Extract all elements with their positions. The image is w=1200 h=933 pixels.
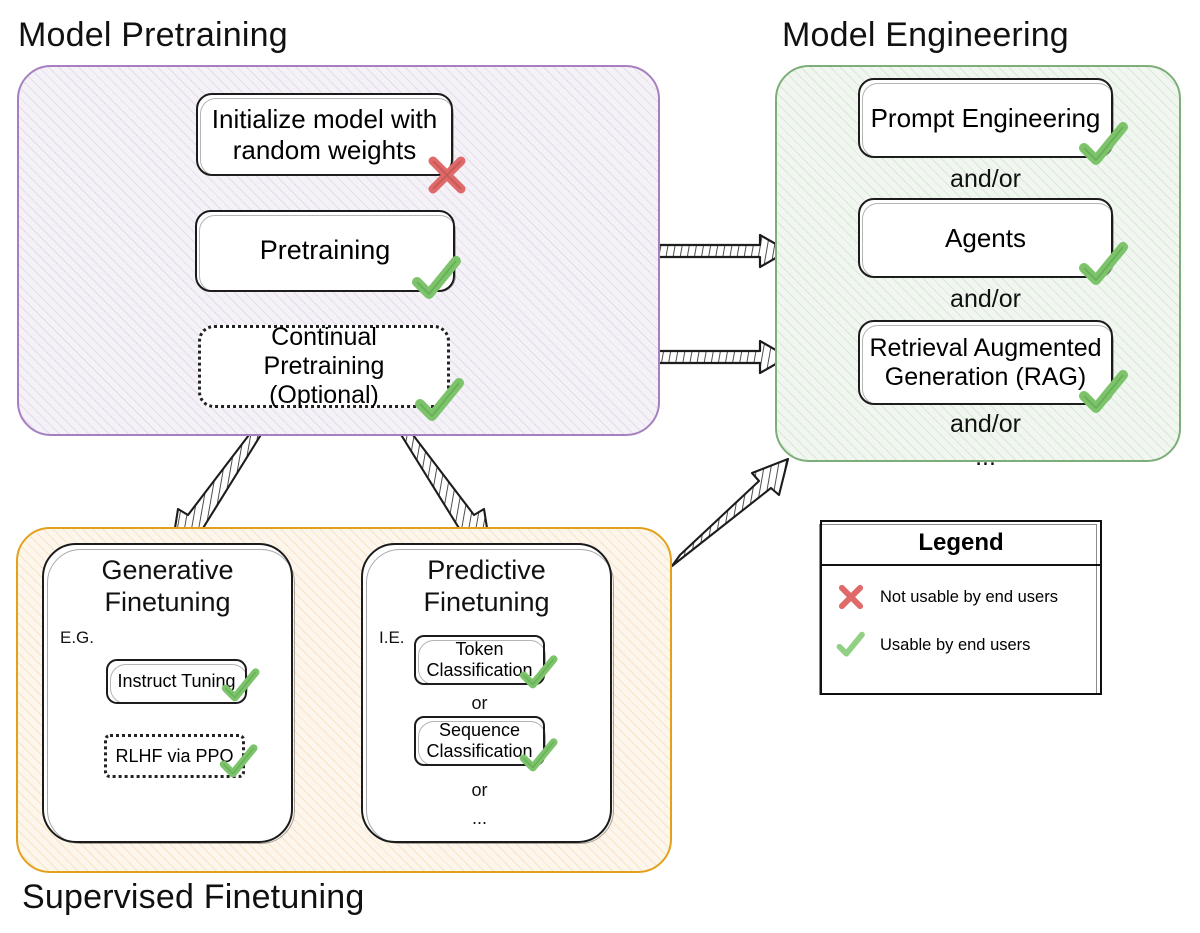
node-instruct-tuning[interactable]: Instruct Tuning bbox=[106, 659, 248, 704]
node-label: Token Classification bbox=[426, 639, 533, 680]
node-token-classification[interactable]: Token Classification bbox=[414, 635, 546, 685]
engineering-ellipsis: ... bbox=[975, 443, 996, 471]
node-initialize-model[interactable]: Initialize model with random weights bbox=[196, 93, 454, 176]
legend-label: Usable by end users bbox=[880, 635, 1031, 654]
node-prompt-engineering[interactable]: Prompt Engineering bbox=[858, 78, 1114, 158]
page-title-pretraining: Model Pretraining bbox=[18, 16, 288, 54]
check-icon bbox=[836, 631, 865, 657]
predictive-connector-or-2: or bbox=[471, 780, 488, 800]
node-rag[interactable]: Retrieval Augmented Generation (RAG) bbox=[858, 320, 1114, 405]
node-label: Pretraining bbox=[259, 235, 391, 266]
node-label: Sequence Classification bbox=[426, 720, 533, 761]
predictive-ellipsis: ... bbox=[471, 808, 487, 828]
predictive-title-line1: Predictive bbox=[427, 555, 546, 585]
card-predictive-finetuning[interactable] bbox=[361, 543, 614, 844]
page-title-engineering: Model Engineering bbox=[782, 16, 1069, 54]
generative-title-line2: Finetuning bbox=[104, 587, 231, 617]
legend-label: Not usable by end users bbox=[880, 587, 1058, 606]
generative-example-label: E.G. bbox=[60, 628, 95, 647]
node-sequence-classification[interactable]: Sequence Classification bbox=[414, 716, 546, 766]
cross-icon bbox=[838, 584, 864, 610]
legend-row-not-usable: Not usable by end users bbox=[836, 582, 1058, 612]
connector-and-or-3: and/or bbox=[950, 410, 1021, 438]
node-pretraining[interactable]: Pretraining bbox=[195, 210, 456, 292]
legend-row-usable: Usable by end users bbox=[836, 630, 1030, 660]
node-label: Agents bbox=[945, 222, 1026, 253]
predictive-example-label: I.E. bbox=[379, 628, 405, 647]
node-rlhf-via-ppo[interactable]: RLHF via PPO bbox=[104, 734, 245, 778]
legend-title: Legend bbox=[822, 522, 1100, 566]
connector-and-or-1: and/or bbox=[950, 165, 1021, 193]
node-label: Continual Pretraining (Optional) bbox=[263, 323, 385, 409]
connector-and-or-2: and/or bbox=[950, 285, 1021, 313]
legend-box: Legend Not usable by end users Usable by… bbox=[819, 520, 1102, 695]
arrow-sft-to-engineering bbox=[670, 457, 790, 568]
predictive-connector-or-1: or bbox=[471, 693, 488, 713]
predictive-title-line2: Finetuning bbox=[423, 587, 550, 617]
node-label: RLHF via PPO bbox=[115, 745, 234, 766]
page-title-sft: Supervised Finetuning bbox=[22, 878, 365, 916]
node-label: Instruct Tuning bbox=[117, 671, 236, 692]
node-label: Initialize model with random weights bbox=[211, 104, 438, 165]
node-continual-pretraining[interactable]: Continual Pretraining (Optional) bbox=[198, 323, 450, 409]
generative-title-line1: Generative bbox=[101, 555, 234, 585]
node-label: Prompt Engineering bbox=[870, 102, 1101, 133]
node-label: Retrieval Augmented Generation (RAG) bbox=[869, 333, 1102, 391]
node-agents[interactable]: Agents bbox=[858, 198, 1114, 278]
